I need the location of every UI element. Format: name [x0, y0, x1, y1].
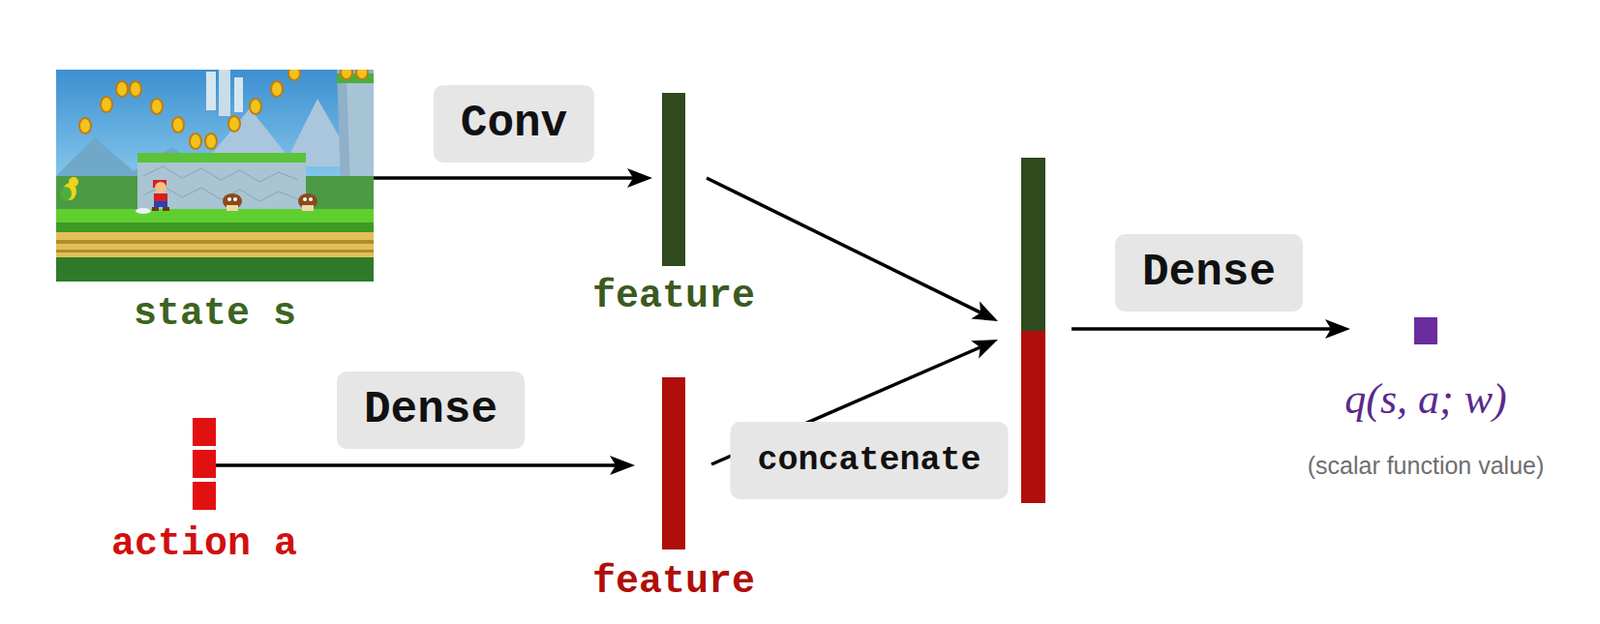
node-label: q(s, a; w) — [1344, 378, 1507, 422]
arrowhead — [970, 301, 998, 322]
arrow-connector — [1071, 319, 1351, 339]
layer-label: Dense — [1115, 234, 1303, 312]
arrowhead — [1325, 319, 1351, 339]
layer-label: Conv — [433, 85, 595, 163]
node-label: (scalar function value) — [1307, 453, 1545, 479]
layer-label: concatenate — [729, 422, 1008, 500]
node-label: action a — [111, 525, 298, 565]
connector-line — [215, 463, 616, 468]
layer-label: Dense — [336, 371, 525, 450]
action-vector: action a — [192, 418, 216, 513]
arrowhead — [627, 168, 653, 188]
action-feature-bar: feature — [662, 377, 686, 550]
arrowhead — [609, 455, 635, 476]
connector-line — [1071, 327, 1331, 332]
node-label: state s — [133, 295, 297, 334]
arrow-connector — [215, 455, 635, 476]
state-image: state s — [56, 69, 374, 282]
arrow-connector — [373, 168, 653, 188]
concatenated-feature-bar — [1021, 157, 1046, 504]
q-value-output: q(s, a; w)(scalar function value) — [1414, 317, 1438, 345]
node-label: feature — [592, 563, 755, 603]
node-label: feature — [592, 277, 755, 317]
arrowhead — [970, 339, 998, 360]
connector-line — [373, 176, 634, 181]
state-feature-bar: feature — [662, 92, 686, 267]
game-screenshot — [56, 69, 374, 282]
